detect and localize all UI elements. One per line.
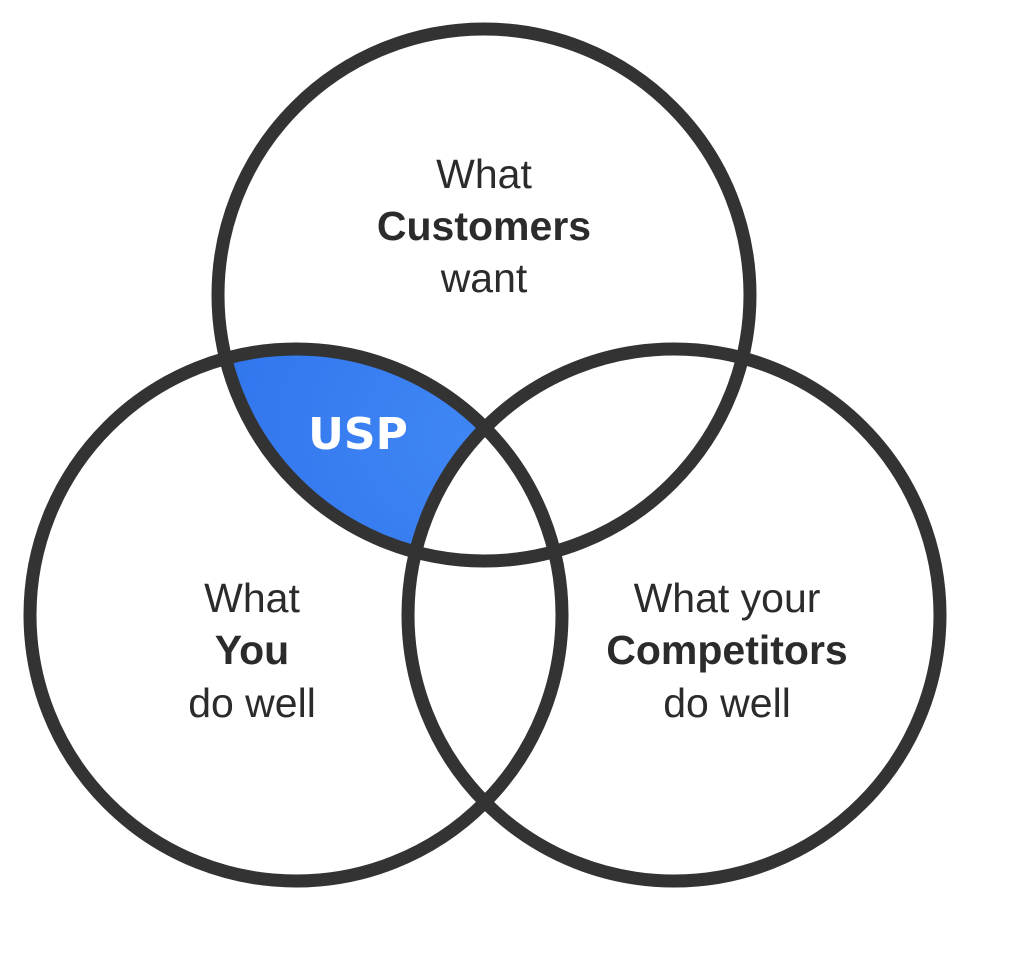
customers-label-line3: want — [440, 255, 528, 301]
you-label-line1: What — [204, 575, 300, 621]
competitors-label-line3: do well — [663, 680, 791, 726]
you-label-line3: do well — [188, 680, 316, 726]
customers-circle — [211, 22, 757, 568]
customers-label-line2: Customers — [377, 203, 591, 249]
competitors-circle — [401, 342, 947, 888]
customers-label-line1: What — [436, 151, 532, 197]
competitors-label-line2: Competitors — [606, 627, 847, 673]
you-label-line2: You — [215, 627, 289, 673]
competitors-label-line1: What your — [634, 575, 821, 621]
usp-label: USP — [308, 409, 408, 460]
you-circle — [23, 342, 569, 888]
